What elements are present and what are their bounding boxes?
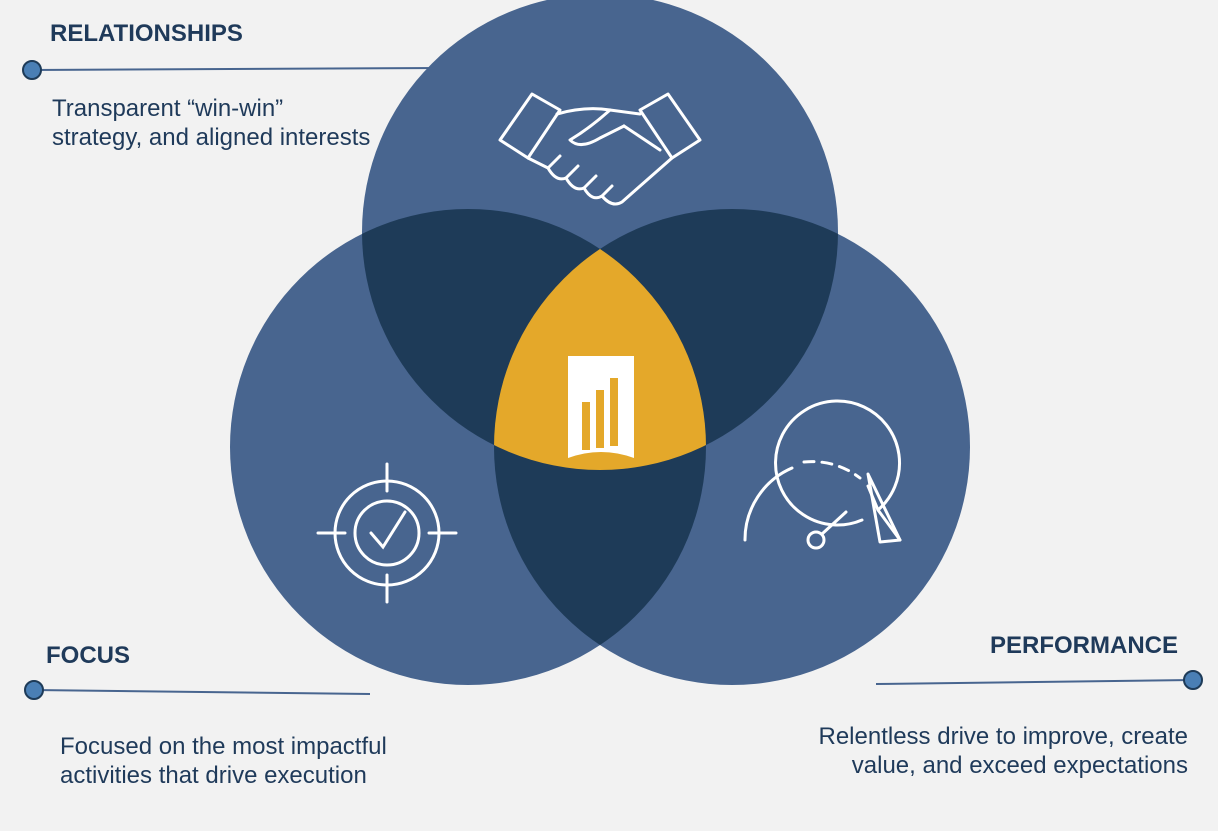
target-check-icon [316, 462, 458, 604]
connector-performance [875, 679, 1193, 685]
handshake-icon [498, 92, 702, 206]
connector-dot-performance [1183, 670, 1203, 690]
connector-dot-relationships [22, 60, 42, 80]
performance-title: PERFORMANCE [989, 632, 1178, 659]
performance-description: Relentless drive to improve, create valu… [818, 723, 1189, 779]
relationships-description: Transparent “win-win” strategy, and alig… [52, 95, 371, 151]
connector-focus [33, 689, 371, 695]
center-overlap [494, 209, 706, 470]
connector-dot-focus [24, 680, 44, 700]
speedometer-arrow-icon [743, 399, 902, 550]
connector-relationships [31, 67, 445, 71]
focus-description: Focused on the most impactful activities… [60, 733, 387, 789]
relationships-title: RELATIONSHIPS [50, 20, 243, 47]
focus-title: FOCUS [46, 642, 130, 669]
bar-chart-logo-icon [568, 356, 634, 458]
